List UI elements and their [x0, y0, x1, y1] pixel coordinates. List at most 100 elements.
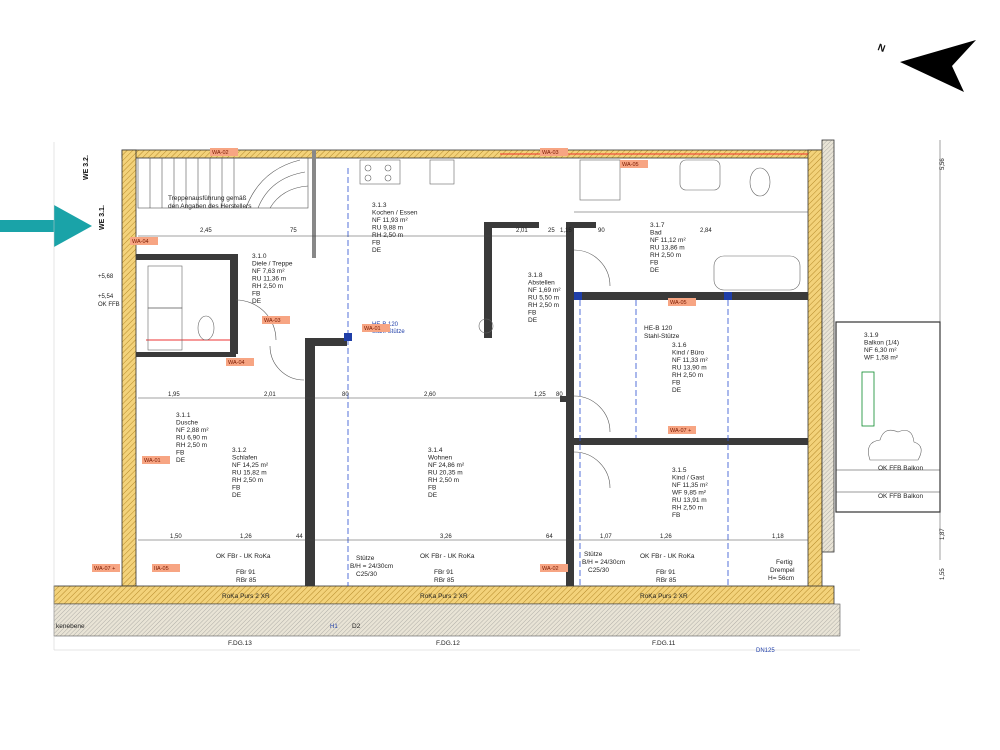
outer-walls: [53, 139, 841, 637]
room-line: 3.1.0: [252, 253, 267, 260]
room-line: WF 9,85 m²: [672, 490, 707, 497]
dim-value: 1,18: [772, 534, 784, 540]
room-line: 3.1.4: [428, 447, 443, 454]
inner-walls: [136, 150, 808, 586]
room-line: FB: [232, 485, 240, 492]
svg-text:IIA-05: IIA-05: [154, 566, 169, 572]
room-line: RH 2,50 m: [372, 232, 403, 239]
svg-text:WA-03: WA-03: [542, 150, 559, 156]
room-line: DE: [252, 298, 262, 305]
unit-code: WE 3.1.: [99, 205, 106, 230]
grid-lines: [53, 142, 860, 651]
svg-text:WA-07 +: WA-07 +: [670, 428, 691, 434]
svg-text:WA-02: WA-02: [212, 150, 229, 156]
d2-marker: D2: [352, 623, 361, 630]
dim-value: 90: [598, 228, 605, 234]
wall-tag: WA-05: [668, 298, 696, 306]
dim-value: 44: [296, 534, 303, 540]
room-line: Kind / Büro: [672, 350, 705, 357]
wall-tag: WA-03: [540, 148, 568, 156]
svg-text:WA-05: WA-05: [670, 300, 687, 306]
wall-tag: WA-07 +: [668, 426, 696, 434]
column-1b: B/H = 24/30cm: [350, 563, 393, 570]
column-2: Stütze: [584, 551, 603, 558]
okffb-label: OK FFB: [98, 302, 120, 308]
okfbr-3: OK FBr - UK RoKa: [640, 553, 695, 560]
dim-value: 75: [290, 228, 297, 234]
room-line: Dusche: [176, 420, 198, 427]
dim-value: 2,01: [516, 228, 528, 234]
room-line: NF 7,63 m²: [252, 268, 285, 275]
dim-value: 1,50: [170, 534, 182, 540]
okfbr-1: OK FBr - UK RoKa: [216, 553, 271, 560]
room-line: DE: [428, 492, 438, 499]
kenebene-label: kenebene: [56, 623, 85, 630]
wall-tag: WA-07 +: [92, 564, 120, 572]
room-line: Kind / Gast: [672, 475, 704, 482]
dimension-lines: [138, 140, 941, 560]
room-line: RH 2,50 m: [650, 252, 681, 259]
staircase: [137, 157, 309, 209]
room-line: FB: [372, 240, 380, 247]
fbr-3: FBr 91: [656, 569, 676, 576]
room-line: RU 15,82 m: [232, 470, 267, 477]
room-line: Abstellen: [528, 280, 555, 287]
steel-col-2b: Stahl-Stütze: [644, 333, 680, 340]
room-line: RH 2,50 m: [672, 372, 703, 379]
room-line: 3.1.1: [176, 412, 191, 419]
wall-tag: IIA-05: [152, 564, 180, 572]
room-line: NF 11,33 m²: [672, 357, 708, 364]
fertig-3: H= 56cm: [768, 575, 794, 582]
room-line: NF 6,30 m²: [864, 347, 897, 354]
room-line: RU 11,36 m: [252, 276, 286, 283]
wall-tag: WA-05: [620, 160, 648, 168]
room-line: 3.1.3: [372, 202, 387, 209]
beam-lines: [347, 168, 729, 586]
svg-text:WA-05: WA-05: [622, 162, 639, 168]
column-1: Stütze: [356, 555, 375, 562]
room-line: Kochen / Essen: [372, 210, 418, 217]
dg-12: F.DG.12: [436, 640, 460, 647]
dim-value: 1,26: [660, 534, 672, 540]
room-line: NF 11,12 m²: [650, 237, 686, 244]
okfbr-2: OK FBr - UK RoKa: [420, 553, 475, 560]
fixtures: [147, 159, 922, 461]
roka-3: RoKa Purs 2 XR: [640, 593, 688, 600]
wall-tag: WA-01: [362, 324, 390, 332]
svg-text:WA-04: WA-04: [132, 239, 149, 245]
rbr-3: RBr 85: [656, 577, 677, 584]
room-line: RU 6,90 m: [176, 435, 207, 442]
room-line: 3.1.9: [864, 332, 879, 339]
svg-text:WA-01: WA-01: [364, 326, 381, 332]
room-line: NF 14,25 m²: [232, 462, 269, 469]
room-line: RH 2,50 m: [232, 477, 263, 484]
wall-tag: WA-04: [226, 358, 254, 366]
room-line: 3.1.5: [672, 467, 687, 474]
pointer-arrow-icon: [0, 205, 92, 247]
rbr-2: RBr 85: [434, 577, 455, 584]
balcony: [835, 321, 941, 513]
room-line: FB: [252, 291, 260, 298]
svg-text:WA-01: WA-01: [144, 458, 161, 464]
room-line: FB: [672, 380, 680, 387]
room-line: DE: [372, 247, 382, 254]
dim-value: 1,55: [940, 568, 946, 580]
room-line: RU 13,86 m: [650, 245, 685, 252]
wall-tag: WA-01: [142, 456, 170, 464]
wall-tag: WA-02: [210, 148, 238, 156]
svg-text:WA-07 +: WA-07 +: [94, 566, 115, 572]
dim-value: 2,60: [424, 392, 436, 398]
room-line: 3.1.7: [650, 222, 665, 229]
fertig-2: Drempel: [770, 567, 795, 574]
unit-label: WE 3.2.: [83, 155, 90, 180]
room-line: DE: [176, 457, 186, 464]
dg-11: F.DG.11: [652, 640, 676, 647]
room-line: FB: [428, 485, 436, 492]
